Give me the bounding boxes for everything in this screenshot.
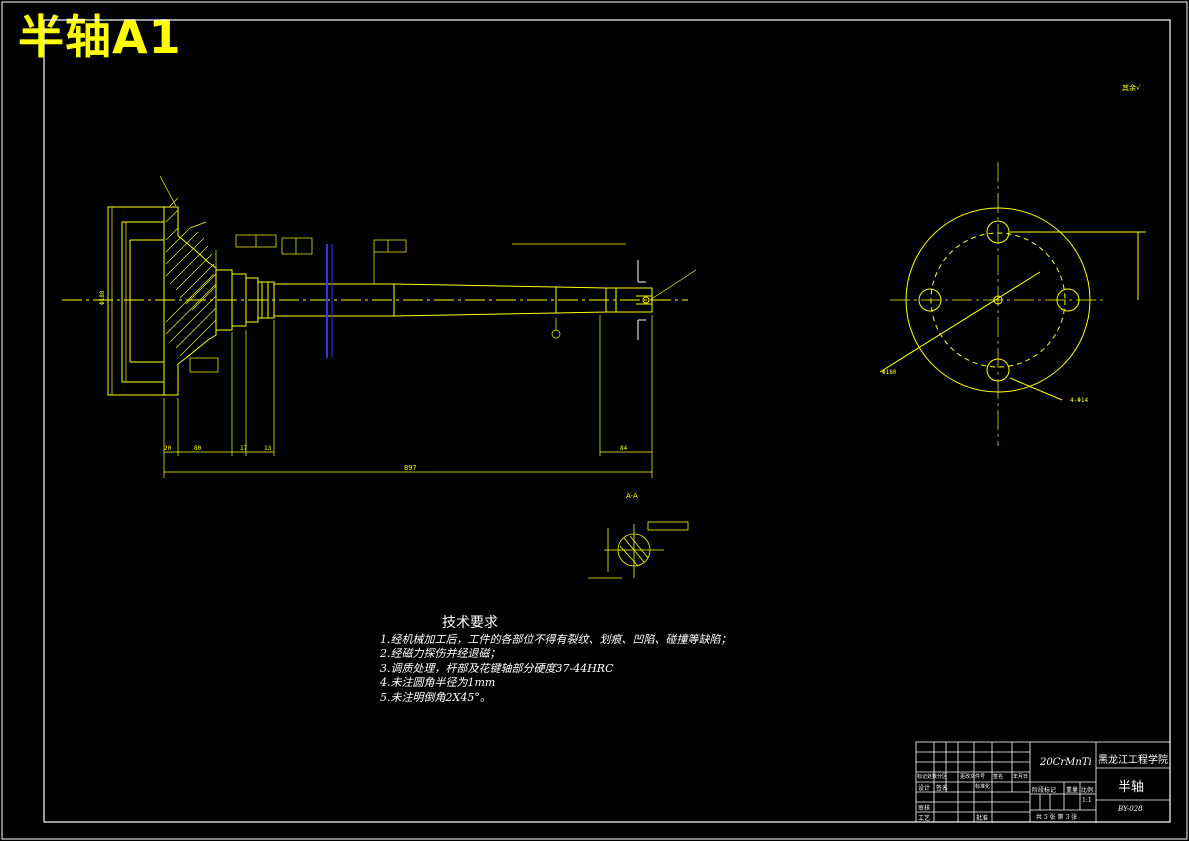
tb-scale-value: 1:1 <box>1082 797 1092 804</box>
tb-doc: 更改文件号 <box>960 774 986 780</box>
section-arrows <box>637 260 646 340</box>
bolt-hole-bottom <box>986 358 1010 382</box>
tb-stage: 阶段标记 <box>1032 787 1057 794</box>
tech-item: 5.未注明倒角2X45°。 <box>380 690 491 704</box>
tb-drawing-no: BY-028 <box>1118 805 1143 813</box>
sheet-inner-border <box>43 19 1171 823</box>
corner-note: 其余√ <box>1122 83 1141 92</box>
flange-end-view <box>879 162 1146 446</box>
spline-end <box>605 287 653 313</box>
hole-dim-label: 4-Φ14 <box>1070 397 1088 404</box>
tech-requirements: 技术要求 1.经机械加工后，工件的各部位不得有裂纹、划痕、凹陷、碰撞等缺陷； 2… <box>380 616 732 705</box>
tb-mark: 标记处数分区 <box>917 774 948 780</box>
tb-part-name: 半轴 <box>1118 780 1145 795</box>
tech-item: 1.经机械加工后，工件的各部位不得有裂纹、划痕、凹陷、碰撞等缺陷； <box>380 632 732 646</box>
tb-weight: 重量 <box>1066 787 1079 794</box>
tb-designer-sig: 签名 <box>936 785 949 792</box>
tb-process: 工艺 <box>918 815 931 822</box>
tb-standard: 标准化 <box>975 784 991 790</box>
tb-sheet-info: 共 5 张 第 3 张 <box>1036 814 1078 821</box>
tb-date: 年月日 <box>1013 774 1029 780</box>
shaft-front-view <box>62 197 688 396</box>
bolt-hole-left <box>918 288 942 312</box>
tb-sign: 签名 <box>993 774 1004 780</box>
center-hole <box>642 296 650 304</box>
dim-13: 13 <box>264 445 272 452</box>
tech-item: 4.未注圆角半径为1mm <box>380 676 496 689</box>
tech-item: 3.调质处理，杆部及花键轴部分硬度37-44HRC <box>380 661 614 675</box>
dim-flange-d: Φ180 <box>99 290 106 305</box>
title-block <box>915 741 1171 823</box>
bolt-hole-right <box>1056 288 1080 312</box>
tech-requirements-title: 技术要求 <box>442 615 498 631</box>
flange-boss <box>107 206 165 396</box>
tb-material: 20CrMnTi <box>1040 757 1092 768</box>
tb-scale-label: 比例 <box>1081 787 1094 794</box>
flange-boss-inner <box>121 221 165 383</box>
bolt-circle <box>930 232 1066 368</box>
dimension-texts: 897 20 80 17 13 84 Φ180 <box>99 290 628 472</box>
page-title: 半轴A1 <box>18 10 182 64</box>
dim-84: 84 <box>620 445 628 452</box>
bolt-hole-top <box>986 220 1010 244</box>
dim-17: 17 <box>240 445 248 452</box>
flange-hatch <box>165 197 217 357</box>
tb-approve: 批准 <box>976 815 989 822</box>
dimension-lines <box>111 175 697 478</box>
tech-item: 2.经磁力探伤并经退磁； <box>380 647 501 660</box>
section-a-a-view <box>588 521 689 579</box>
dim-20: 20 <box>164 445 172 452</box>
circle-dim-label: Φ180 <box>882 369 897 376</box>
flange-outline <box>163 206 217 396</box>
tb-school: 黑龙江工程学院 <box>1098 755 1168 766</box>
flange-outer-circle <box>905 207 1091 393</box>
tb-designer: 设计 <box>918 785 931 792</box>
tb-reviewer: 审核 <box>918 805 931 812</box>
dim-80: 80 <box>194 445 202 452</box>
section-label: A-A <box>626 492 638 500</box>
dim-overall: 897 <box>404 464 417 472</box>
